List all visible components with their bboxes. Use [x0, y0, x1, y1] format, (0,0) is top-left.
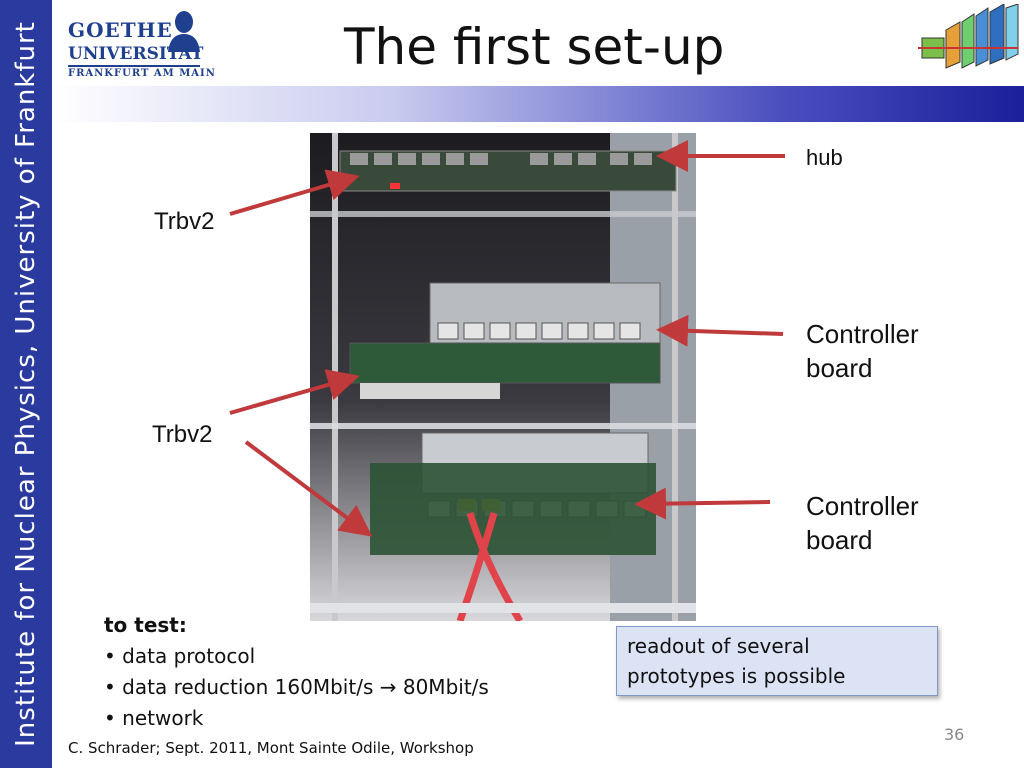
- callout-line: readout of several: [627, 634, 810, 658]
- bullet-item-text: data reduction 160Mbit/s: [122, 675, 374, 699]
- logo-line-frankfurt: FRANKFURT AM MAIN: [68, 68, 216, 79]
- label-controller-top-line2: board: [806, 353, 873, 383]
- bullet-item-text: 80Mbit/s: [402, 675, 489, 699]
- label-trbv2-bottom: Trbv2: [152, 421, 213, 448]
- label-hub: hub: [806, 145, 843, 170]
- readout-callout-box: readout of several prototypes is possibl…: [616, 626, 938, 696]
- sidebar-institute-text: Institute for Nuclear Physics, Universit…: [11, 21, 41, 747]
- label-controller-bottom-line1: Controller: [806, 491, 919, 521]
- hardware-setup-photo: [310, 133, 696, 621]
- footer-text: C. Schrader; Sept. 2011, Mont Sainte Odi…: [68, 739, 474, 757]
- bullet-heading: to test:: [104, 613, 187, 637]
- callout-line: prototypes is possible: [627, 664, 846, 688]
- sidebar-band: Institute for Nuclear Physics, Universit…: [0, 0, 52, 768]
- label-controller-top-line1: Controller: [806, 319, 919, 349]
- bullet-item: • network: [104, 706, 204, 730]
- bullet-item-text: data protocol: [122, 644, 256, 668]
- test-bullet-list: to test: • data protocol • data reductio…: [104, 610, 489, 734]
- right-arrow-icon: →: [379, 675, 397, 699]
- bullet-item: • data reduction 160Mbit/s → 80Mbit/s: [104, 675, 489, 699]
- label-trbv2-top: Trbv2: [154, 208, 215, 235]
- bullet-item: • data protocol: [104, 644, 256, 668]
- label-controller-bottom-line2: board: [806, 525, 873, 555]
- logo-line-goethe: GOETHE: [68, 18, 173, 42]
- goethe-portrait-icon: [168, 11, 200, 52]
- experiment-detector-logo: [918, 4, 1019, 69]
- title-gradient-band: [52, 86, 1024, 122]
- logo-divider: [68, 65, 200, 67]
- page-number: 36: [944, 725, 965, 744]
- bullet-item-text: network: [122, 706, 204, 730]
- goethe-university-logo: GOETHE UNIVERSITÄT FRANKFURT AM MAIN: [68, 8, 215, 82]
- slide-title: The first set-up: [344, 18, 725, 76]
